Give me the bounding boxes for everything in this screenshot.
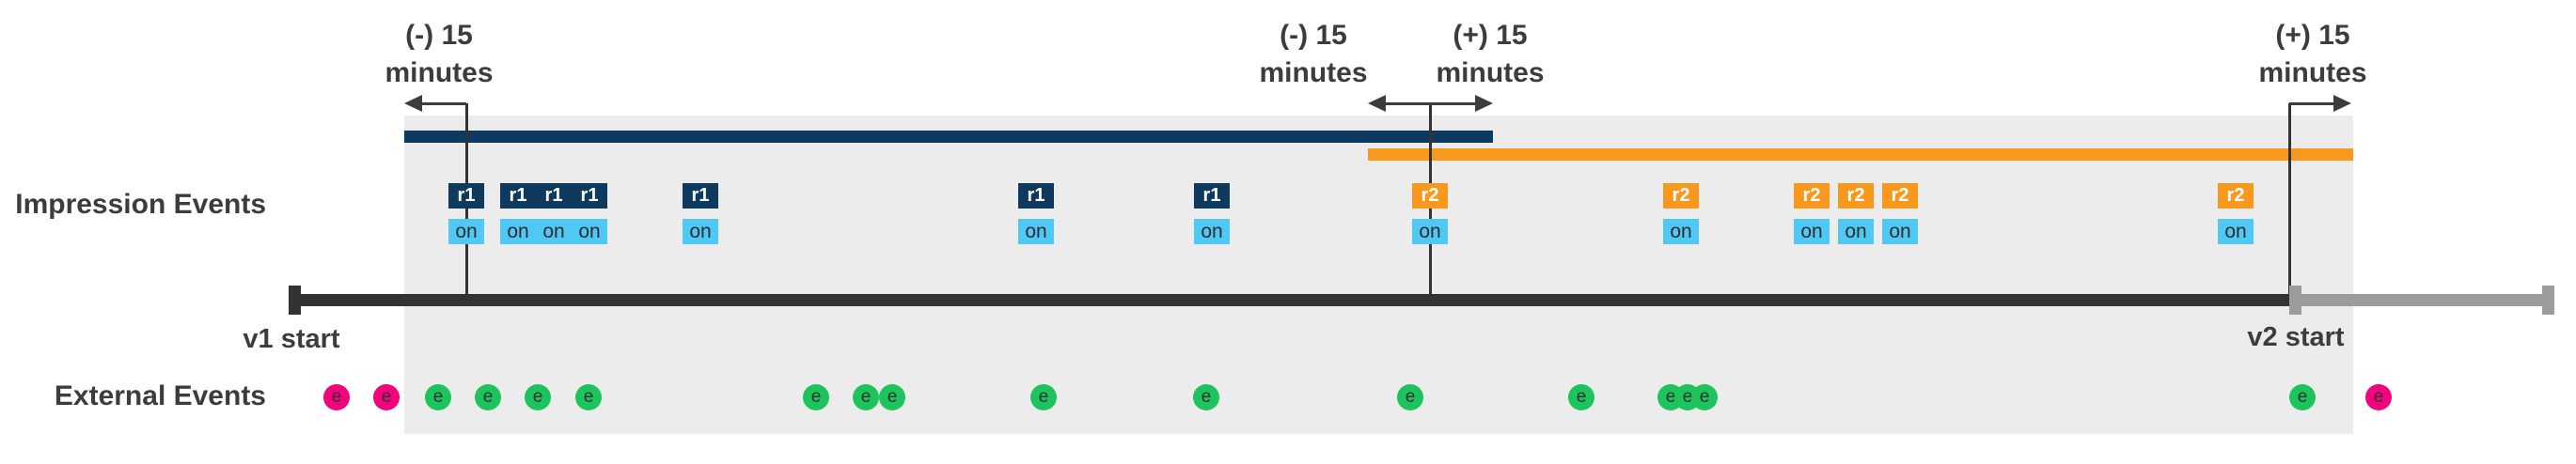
on-badge: on [572, 219, 607, 244]
on-badge: on [683, 219, 718, 244]
event-marker-line-3 [2288, 103, 2291, 294]
window-arrow-1 [417, 102, 466, 105]
impression-event: r1 on [500, 183, 536, 244]
external-event-green: e [879, 384, 905, 410]
impression-event: r2 on [1663, 183, 1699, 244]
timeline-v2-end-cap [2542, 286, 2554, 315]
impression-events-row-label: Impression Events [15, 189, 266, 220]
r2-badge: r2 [1882, 183, 1918, 209]
impression-event: r1 on [448, 183, 484, 244]
r2-badge: r2 [1838, 183, 1874, 209]
timeline-v2-start-cap [2289, 286, 2301, 315]
arrow-head-left [1368, 95, 1386, 112]
external-event-green: e [475, 384, 501, 410]
timeline-v1-start-cap [289, 286, 301, 315]
r1-badge: r1 [1018, 183, 1054, 209]
external-event-green: e [1691, 384, 1718, 410]
impression-event: r2 on [1838, 183, 1874, 244]
on-badge: on [1412, 219, 1448, 244]
r2-badge: r2 [1663, 183, 1699, 209]
external-event-magenta: e [373, 384, 400, 410]
r1-badge: r1 [448, 183, 484, 209]
external-event-green: e [525, 384, 551, 410]
window-arrow-2 [1381, 102, 1480, 105]
external-event-green: e [1568, 384, 1594, 410]
on-badge: on [1194, 219, 1230, 244]
v2-start-label: v2 start [2247, 322, 2345, 352]
on-badge: on [1018, 219, 1054, 244]
impression-event: r1 on [1018, 183, 1054, 244]
impression-event: r1 on [536, 183, 572, 244]
external-event-green: e [803, 384, 829, 410]
v1-start-label: v1 start [243, 324, 340, 354]
timeline-v1-bar [289, 294, 2289, 306]
r2-badge: r2 [2218, 183, 2254, 209]
r1-badge: r1 [683, 183, 718, 209]
r1-badge: r1 [500, 183, 536, 209]
r1-badge: r1 [536, 183, 572, 209]
on-badge: on [448, 219, 484, 244]
impression-event: r2 on [2218, 183, 2254, 244]
r2-active-bar [1368, 148, 2353, 161]
timeline-v2-bar [2289, 294, 2554, 306]
impression-event: r1 on [1194, 183, 1230, 244]
external-event-green: e [425, 384, 451, 410]
impression-event: r1 on [572, 183, 607, 244]
external-event-green: e [1397, 384, 1423, 410]
window-arrow-3 [2289, 102, 2338, 105]
external-event-green: e [1030, 384, 1057, 410]
r2-badge: r2 [1412, 183, 1448, 209]
impression-event: r2 on [1882, 183, 1918, 244]
r1-badge: r1 [572, 183, 607, 209]
on-badge: on [2218, 219, 2254, 244]
arrow-head-left [404, 95, 422, 112]
external-event-green: e [1193, 384, 1219, 410]
on-badge: on [536, 219, 572, 244]
on-badge: on [1663, 219, 1699, 244]
on-badge: on [1882, 219, 1918, 244]
impression-event: r1 on [683, 183, 718, 244]
arrow-head-right [1475, 95, 1493, 112]
analysis-window-panel [404, 116, 2353, 434]
external-event-green: e [853, 384, 879, 410]
r2-badge: r2 [1794, 183, 1830, 209]
impression-event: r2 on [1412, 183, 1448, 244]
external-event-green: e [575, 384, 602, 410]
external-events-row-label: External Events [54, 380, 266, 411]
external-event-magenta: e [2365, 384, 2392, 410]
on-badge: on [1838, 219, 1874, 244]
impression-event: r2 on [1794, 183, 1830, 244]
external-event-magenta: e [323, 384, 350, 410]
on-badge: on [1794, 219, 1830, 244]
arrow-head-right [2333, 95, 2351, 112]
r1-active-bar [404, 131, 1493, 143]
external-event-green: e [2289, 384, 2316, 410]
on-badge: on [500, 219, 536, 244]
r1-badge: r1 [1194, 183, 1230, 209]
